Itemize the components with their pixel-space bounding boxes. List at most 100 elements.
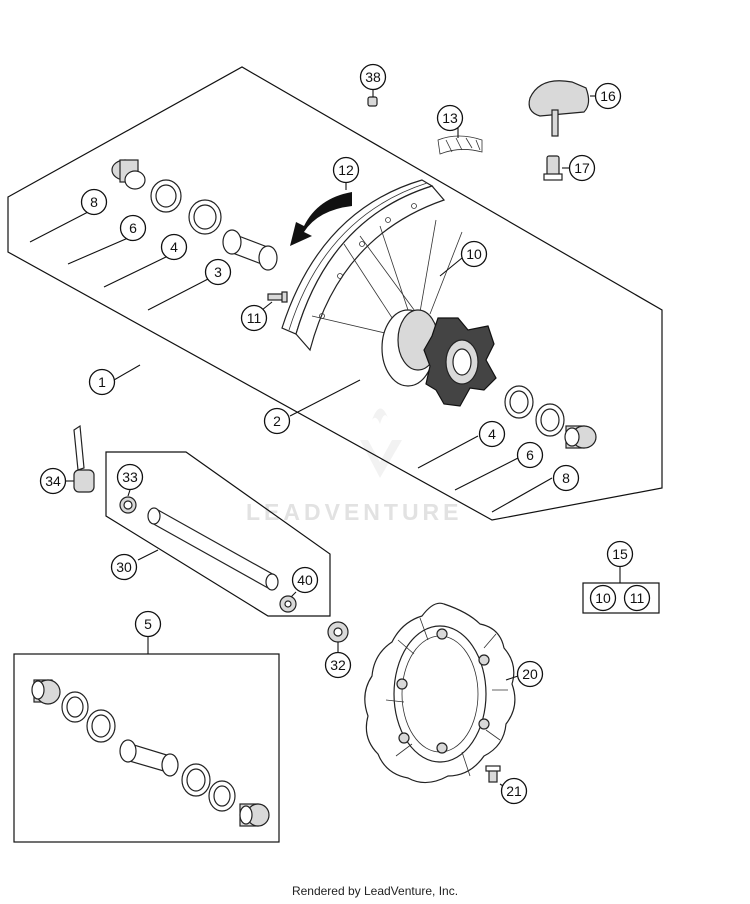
svg-text:10: 10 — [466, 246, 482, 262]
leadventure-watermark-logo — [360, 408, 402, 478]
kit-seal-left — [61, 691, 89, 723]
plug-38 — [367, 96, 378, 107]
axle-clamp-34 — [73, 424, 95, 493]
leader-33 — [127, 489, 131, 497]
leader-4-top — [103, 255, 169, 288]
callout-30: 30 — [110, 553, 138, 581]
leader-4-bottom — [417, 435, 479, 469]
svg-text:8: 8 — [90, 194, 98, 210]
svg-text:15: 15 — [612, 546, 628, 562]
callout-3: 3 — [204, 258, 232, 286]
callout-6-bottom: 6 — [516, 441, 544, 469]
kit-seal-right — [208, 780, 236, 812]
spacer-33 — [119, 496, 137, 514]
callout-4-top: 4 — [160, 233, 188, 261]
svg-text:2: 2 — [273, 413, 281, 429]
wheel-hub — [381, 309, 497, 407]
kit-bearing-right — [181, 763, 211, 797]
callout-11-kit: 11 — [623, 584, 651, 612]
callout-10-top: 10 — [460, 240, 488, 268]
callout-1: 1 — [88, 368, 116, 396]
svg-text:20: 20 — [522, 666, 538, 682]
kit-15-box — [582, 582, 660, 614]
shaft-seal-top — [150, 179, 182, 213]
leader-8-top — [29, 211, 89, 243]
leader-30 — [137, 549, 159, 561]
axle-30 — [147, 507, 279, 591]
svg-text:12: 12 — [338, 162, 354, 178]
footer-credit: Rendered by LeadVenture, Inc. — [291, 884, 459, 898]
callout-21: 21 — [500, 777, 528, 805]
svg-text:34: 34 — [45, 473, 61, 489]
callout-32: 32 — [324, 651, 352, 679]
svg-text:11: 11 — [247, 310, 262, 326]
bearing-top — [188, 199, 222, 235]
callout-34: 34 — [39, 467, 67, 495]
callout-5: 5 — [134, 610, 162, 638]
leader-1 — [113, 364, 141, 381]
svg-text:5: 5 — [144, 616, 152, 632]
svg-text:17: 17 — [574, 160, 590, 176]
watermark-text: LEADVENTURE — [246, 499, 463, 525]
svg-text:10: 10 — [595, 590, 611, 606]
callout-38: 38 — [359, 63, 387, 91]
spacer-bushing-top — [111, 159, 146, 190]
callout-20: 20 — [516, 660, 544, 688]
callout-11-top: 11 — [240, 304, 268, 332]
leader-11 — [261, 301, 273, 311]
callout-4-bottom: 4 — [478, 420, 506, 448]
callout-2: 2 — [263, 407, 291, 435]
svg-text:16: 16 — [600, 88, 616, 104]
callout-15: 15 — [606, 540, 634, 568]
callout-33: 33 — [116, 463, 144, 491]
svg-text:11: 11 — [630, 590, 645, 606]
spacer-bushing-bottom — [564, 425, 597, 449]
svg-text:3: 3 — [214, 264, 222, 280]
svg-text:6: 6 — [526, 447, 534, 463]
nut-32 — [327, 621, 349, 643]
svg-text:30: 30 — [116, 559, 132, 575]
axle-group-frame — [105, 451, 331, 617]
screw-11 — [267, 291, 288, 303]
kit-bearing-left — [86, 709, 116, 743]
leader-10 — [439, 257, 463, 277]
svg-text:33: 33 — [122, 469, 138, 485]
distance-sleeve — [222, 229, 278, 271]
svg-text:1: 1 — [98, 374, 106, 390]
svg-text:8: 8 — [562, 470, 570, 486]
callout-8-top: 8 — [80, 188, 108, 216]
leader-2 — [289, 379, 361, 417]
nut-40 — [279, 595, 297, 613]
svg-text:32: 32 — [330, 657, 346, 673]
brake-disc-20 — [364, 602, 516, 784]
wheel-stand-16 — [528, 80, 590, 137]
callout-13: 13 — [436, 104, 464, 132]
svg-text:38: 38 — [365, 69, 381, 85]
kit-spacer-bushing-right — [239, 803, 270, 827]
rotation-direction-arrow-icon — [290, 192, 352, 246]
wheel-assembly-frame — [7, 66, 663, 521]
screw-21 — [485, 765, 501, 783]
valve-17 — [543, 155, 563, 181]
leader-8-bottom — [491, 477, 553, 513]
callout-16: 16 — [594, 82, 622, 110]
callout-10-kit: 10 — [589, 584, 617, 612]
wheel-rim — [281, 179, 446, 352]
callout-6-top: 6 — [119, 214, 147, 242]
leader-6-top — [67, 237, 129, 265]
svg-text:4: 4 — [488, 426, 496, 442]
svg-text:21: 21 — [506, 783, 522, 799]
svg-text:4: 4 — [170, 239, 178, 255]
bearing-bottom — [504, 385, 534, 419]
shaft-seal-bottom — [535, 403, 565, 437]
svg-text:40: 40 — [297, 572, 313, 588]
kit-sleeve — [119, 739, 179, 777]
leader-6-bottom — [454, 457, 519, 491]
callout-17: 17 — [568, 154, 596, 182]
bearing-kit-5-box — [13, 653, 280, 843]
kit-spacer-bushing-left — [31, 679, 61, 705]
callout-8-bottom: 8 — [552, 464, 580, 492]
svg-text:6: 6 — [129, 220, 137, 236]
svg-text:13: 13 — [442, 110, 458, 126]
